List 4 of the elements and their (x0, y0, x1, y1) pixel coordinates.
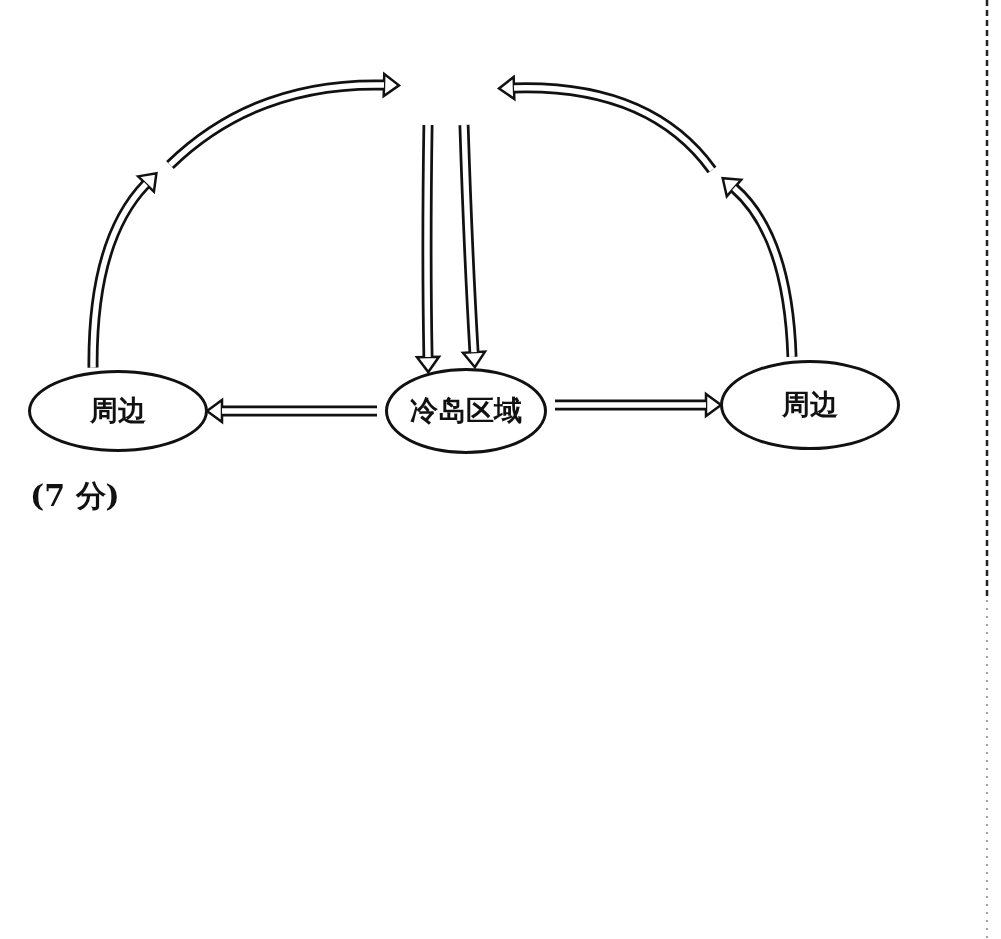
score-note: (7 分) (30, 477, 120, 515)
node-label: 冷岛区域 (410, 393, 522, 429)
node-label: 周边 (782, 387, 838, 423)
node-label: 周边 (90, 393, 146, 429)
